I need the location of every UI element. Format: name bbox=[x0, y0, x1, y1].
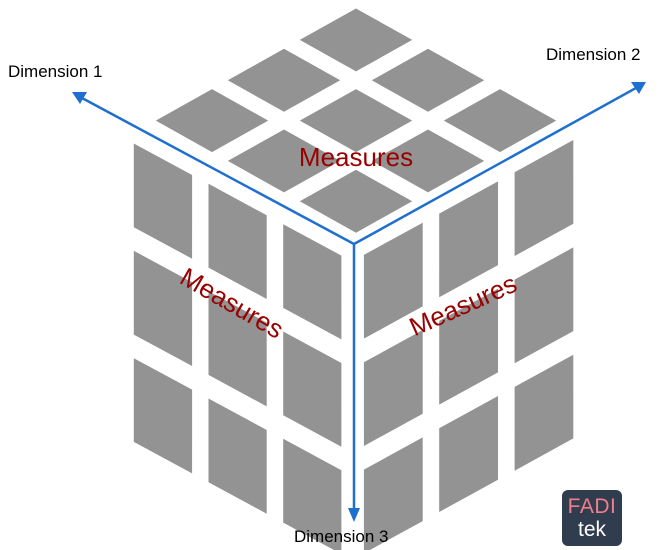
dimension-2-label: Dimension 2 bbox=[546, 45, 641, 64]
left-face-tile bbox=[133, 250, 193, 366]
axis-dimension-2 bbox=[353, 82, 646, 246]
left-face-tile bbox=[283, 438, 342, 550]
dimension-1-label: Dimension 1 bbox=[8, 62, 103, 81]
right-face-tile bbox=[363, 222, 423, 339]
top-face-tile bbox=[371, 48, 485, 112]
top-face-tile bbox=[299, 8, 413, 72]
right-face-tile bbox=[439, 288, 498, 405]
right-face-tile bbox=[439, 396, 498, 512]
top-face-tile bbox=[155, 89, 269, 153]
logo-line-2: tek bbox=[577, 518, 606, 541]
left-face-tile bbox=[208, 291, 267, 407]
top-face-tile bbox=[443, 89, 557, 153]
dimension-3-label: Dimension 3 bbox=[294, 527, 389, 546]
left-face-tile bbox=[208, 398, 267, 514]
left-face-tile bbox=[133, 143, 193, 259]
top-face-tile bbox=[227, 48, 341, 112]
right-face-tile bbox=[514, 354, 574, 471]
axis-dimension-1 bbox=[72, 92, 355, 246]
left-face-tile bbox=[283, 331, 342, 447]
right-face-tile bbox=[363, 330, 423, 446]
right-face-tile bbox=[514, 247, 574, 364]
axis-dimension-3 bbox=[348, 244, 360, 522]
top-face-tile bbox=[299, 89, 413, 153]
right-face-tile bbox=[363, 437, 423, 550]
left-face-tile bbox=[208, 183, 267, 299]
left-face-tile bbox=[283, 224, 342, 340]
left-face-tile bbox=[133, 358, 193, 474]
top-face-tile bbox=[371, 129, 485, 193]
right-face-tile bbox=[514, 140, 574, 256]
fadi-tek-logo: FADI tek bbox=[562, 490, 622, 546]
top-face-tile bbox=[227, 129, 341, 193]
top-face-measures-label: Measures bbox=[299, 142, 413, 172]
top-face-tile bbox=[299, 169, 413, 233]
logo-line-1: FADI bbox=[567, 495, 617, 518]
right-face-tile bbox=[439, 181, 498, 298]
cube-tiles bbox=[133, 8, 574, 550]
